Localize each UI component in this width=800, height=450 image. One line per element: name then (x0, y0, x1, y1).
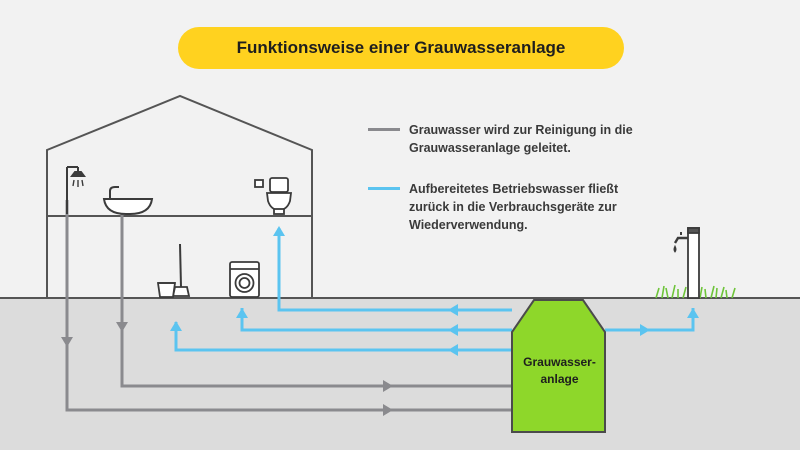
bucket-mop-icon (156, 243, 191, 298)
tank-label: Grauwasser- anlage (512, 354, 607, 388)
legend-greywater-line-1: Grauwasser wird zur Reinigung in die (409, 123, 633, 137)
toilet-icon (254, 177, 293, 215)
legend-text-greywater: Grauwasser wird zur Reinigung in die Gra… (409, 121, 699, 157)
tank-label-line-1: Grauwasser- (523, 355, 596, 369)
legend-swatch-grey (368, 128, 400, 131)
shower-icon (66, 166, 86, 214)
legend-item-servicewater: Aufbereitetes Betriebswasser fließt zurü… (368, 180, 699, 234)
grey-arrow-shower-right (383, 404, 393, 416)
legend-servicewater-line-1: Aufbereitetes Betriebswasser fließt (409, 182, 619, 196)
blue-arrow-bucket-left (448, 344, 458, 356)
grey-pipes (65, 200, 512, 412)
grey-pipe-shower (65, 200, 512, 412)
grass (655, 284, 736, 299)
blue-pipe-toilet (277, 228, 512, 312)
page-title: Funktionsweise einer Grauwasseranlage (178, 27, 624, 69)
grey-pipe-bathtub (120, 214, 512, 388)
legend-greywater-line-2: Grauwasseranlage geleitet. (409, 141, 571, 155)
blue-arrow-washer-up (236, 308, 248, 318)
grey-arrows (61, 322, 393, 416)
grey-arrow-bathtub-right (383, 380, 393, 392)
legend-servicewater-line-2: zurück in die Verbrauchsgeräte zur (409, 200, 617, 214)
legend-text-servicewater: Aufbereitetes Betriebswasser fließt zurü… (409, 180, 699, 234)
house-outline (46, 94, 313, 298)
washing-machine-icon (229, 261, 260, 298)
blue-pipe-bucket (174, 322, 512, 352)
legend-item-greywater: Grauwasser wird zur Reinigung in die Gra… (368, 121, 699, 157)
blue-arrow-toilet-left (448, 304, 458, 316)
blue-arrows (170, 226, 699, 356)
blue-arrow-garden-up (687, 308, 699, 318)
legend-servicewater-line-3: Wiederverwendung. (409, 218, 528, 232)
greywater-tank (511, 299, 606, 433)
garden-tap-icon (673, 227, 700, 299)
tank-label-line-2: anlage (540, 372, 579, 386)
blue-arrow-garden-right (640, 324, 650, 336)
legend-swatch-blue (368, 187, 400, 190)
grey-arrow-bathtub-down (116, 322, 128, 332)
blue-arrow-toilet-up (273, 226, 285, 236)
bathtub-icon (102, 186, 154, 215)
blue-arrow-washer-left (448, 324, 458, 336)
ground (0, 298, 800, 450)
blue-arrow-bucket-up (170, 321, 182, 331)
grey-arrow-shower-down (61, 337, 73, 347)
